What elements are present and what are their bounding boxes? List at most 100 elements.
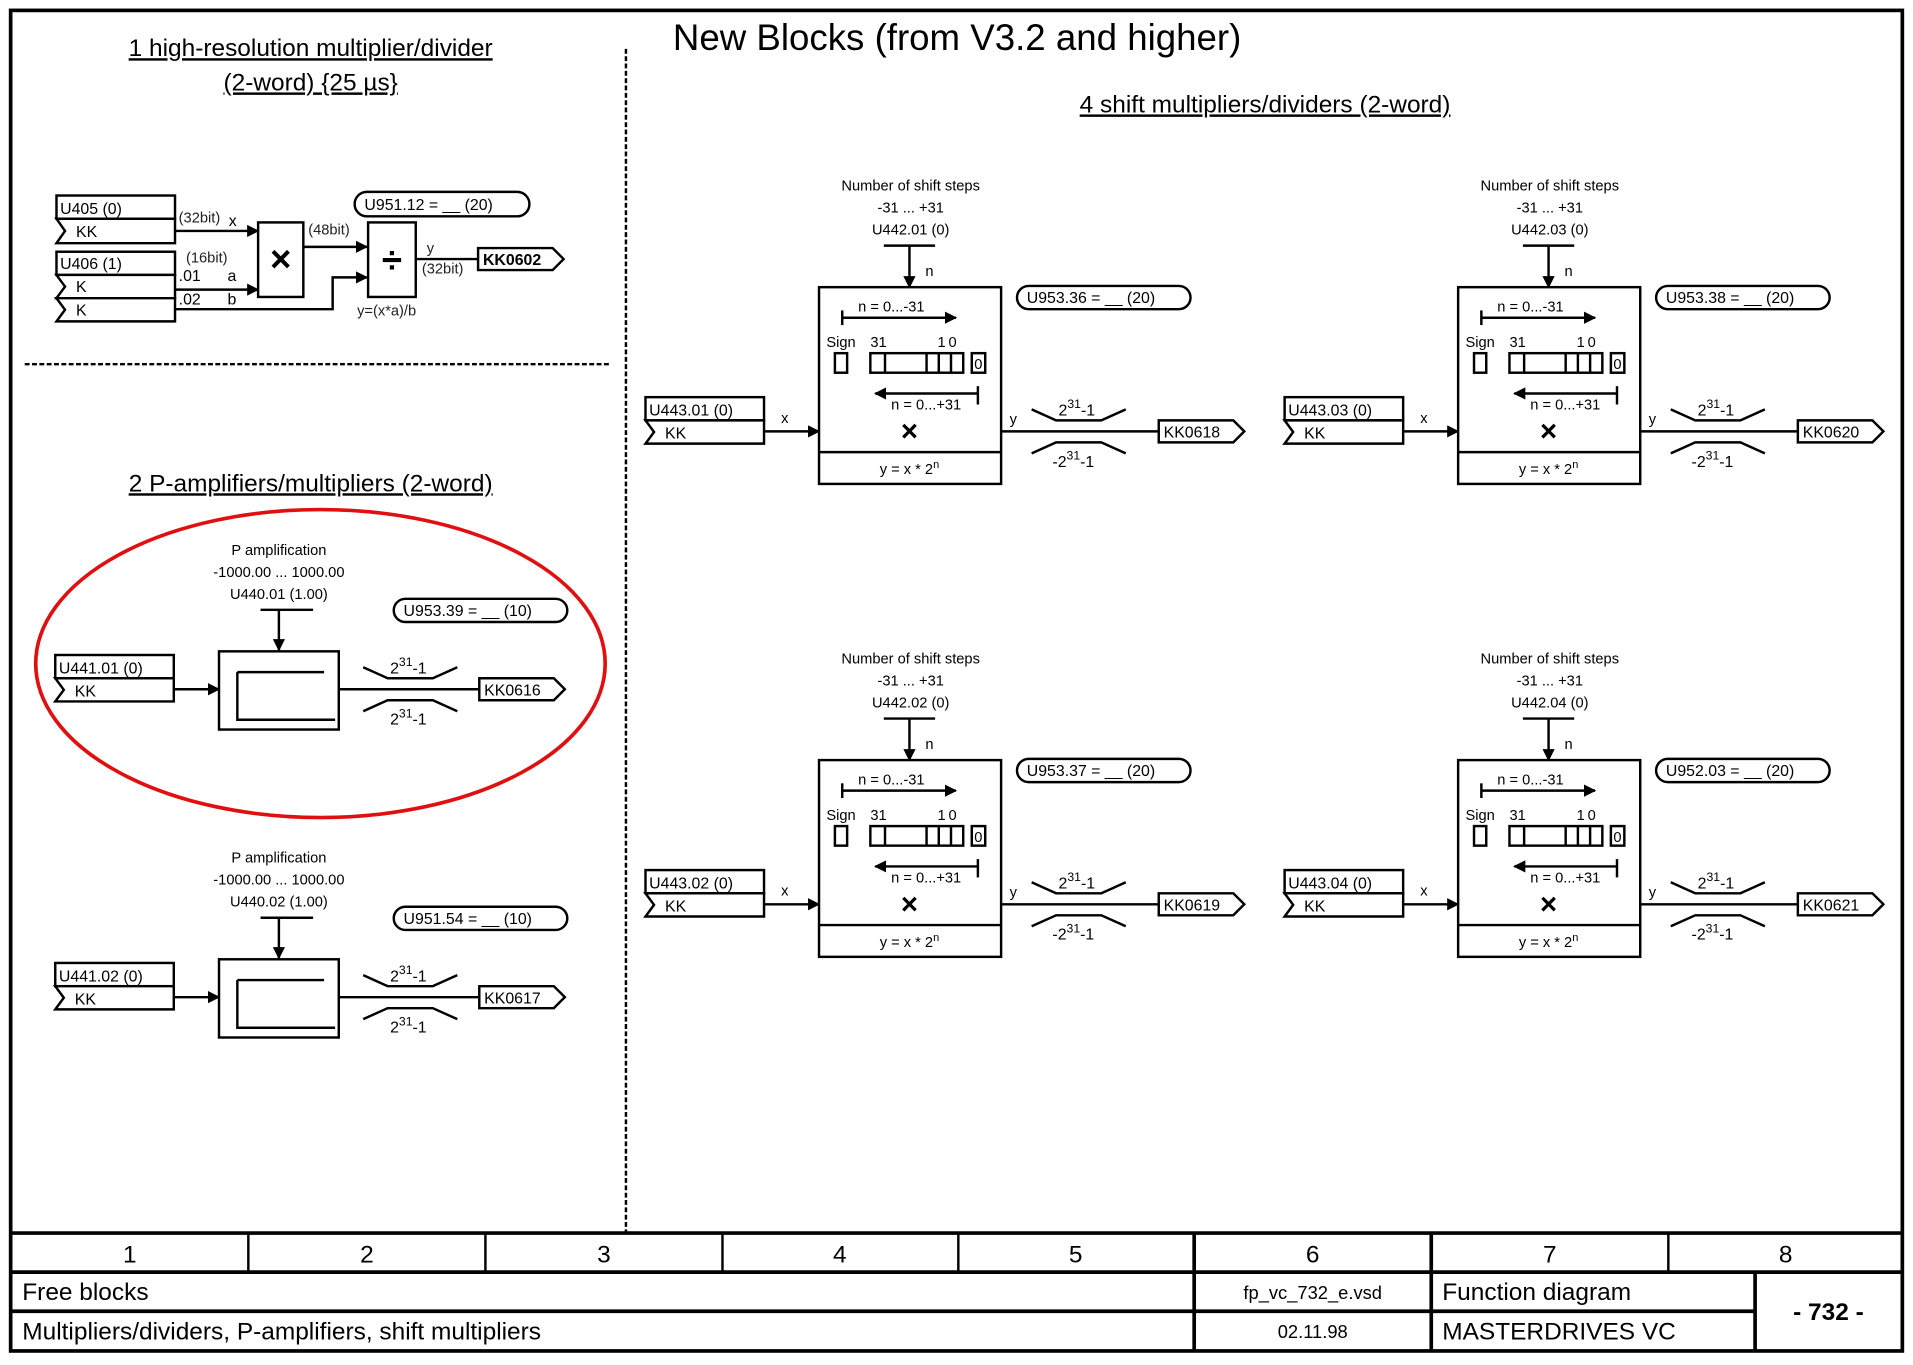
steps-title: Number of shift steps	[1481, 652, 1619, 668]
input-connector[interactable]: U441.02 (0)KK	[52, 961, 176, 1011]
gain-param: U440.02 (1.00)	[230, 895, 328, 911]
sign-label: Sign	[826, 335, 855, 351]
output-connector[interactable]: KK0621	[1796, 892, 1886, 917]
limiter-upper-icon	[362, 666, 458, 680]
output-connector[interactable]: KK0616	[478, 677, 567, 702]
shift-formula: y = x * 2n	[880, 932, 939, 951]
bit-31-label: 31	[870, 335, 886, 351]
multiplier-block[interactable]: ×	[256, 221, 305, 299]
footer-product: MASTERDRIVES VC	[1442, 1318, 1676, 1345]
n-label: n	[925, 264, 933, 280]
limiter-upper-icon	[1031, 881, 1127, 895]
x-label: x	[781, 884, 789, 900]
input-connector-x[interactable]: U405 (0) KK	[54, 194, 177, 245]
label-index-a: .01	[179, 268, 201, 285]
shift-left-label: n = 0...+31	[891, 397, 961, 413]
gain-title: P amplification	[231, 543, 326, 559]
zero-fill-cell	[970, 824, 987, 847]
steps-param: U442.02 (0)	[872, 696, 949, 712]
highlight-ellipse	[33, 507, 608, 820]
shift-formula: y = x * 2n	[1519, 932, 1578, 951]
sampling-time-badge[interactable]: U953.37 = __ (20)	[1015, 757, 1192, 784]
footer-date: 02.11.98	[1278, 1321, 1348, 1342]
sampling-time-badge[interactable]: U953.38 = __ (20)	[1654, 284, 1831, 311]
limit-upper-label: 231-1	[390, 963, 427, 985]
p-amplifier-box[interactable]	[217, 958, 340, 1039]
input-type: KK	[75, 684, 97, 701]
input-type: KK	[1304, 426, 1326, 443]
zero-fill-label: 0	[974, 357, 982, 373]
output-connector[interactable]: KK0618	[1157, 419, 1247, 444]
formula-base: y = x * 2	[1519, 462, 1572, 478]
zero-fill-cell	[1609, 351, 1626, 374]
shift-formula: y = x * 2n	[1519, 459, 1578, 478]
bit-31-label: 31	[870, 808, 886, 824]
input-connector[interactable]: U443.03 (0)KK	[1282, 395, 1405, 445]
n-label: n	[1564, 264, 1572, 280]
footer-description: Multipliers/dividers, P-amplifiers, shif…	[22, 1318, 541, 1345]
column-number: 4	[833, 1241, 847, 1268]
sign-bit-cell	[833, 824, 849, 847]
label-index-b: .02	[179, 291, 201, 308]
limit-base: 2	[1059, 402, 1068, 419]
limit-lower-label: 231-1	[390, 1014, 427, 1036]
zero-fill-label: 0	[974, 830, 982, 846]
input-connector[interactable]: U441.01 (0) KK	[52, 653, 176, 703]
sheet-frame	[8, 8, 1905, 1353]
sign-bit-cell	[1472, 824, 1488, 847]
limiter-upper-icon	[362, 974, 458, 988]
limit-base: 2	[1059, 875, 1068, 892]
sampling-time-badge[interactable]: U953.36 = __ (20)	[1015, 284, 1192, 311]
bit-1-label: 1	[1577, 808, 1585, 824]
output-connector[interactable]: KK0617	[478, 984, 567, 1010]
limit-lower-label: -231-1	[1052, 921, 1094, 943]
sampling-time-badge[interactable]: U951.54 = __ (10)	[392, 905, 569, 932]
limit-exponent: 31	[399, 1014, 413, 1028]
steps-range: -31 ... +31	[877, 674, 943, 690]
label-y-bits: (32bit)	[422, 262, 464, 278]
multiply-icon: ×	[1540, 888, 1557, 921]
sampling-time-text: U952.03 = __ (20)	[1666, 763, 1794, 780]
formula-exponent: n	[1572, 932, 1578, 944]
label-a-bits: (16bit)	[186, 251, 228, 267]
output-connector[interactable]: KK0620	[1796, 419, 1886, 444]
input-param: U441.01 (0)	[59, 660, 143, 677]
input-connector[interactable]: U443.04 (0)KK	[1282, 868, 1405, 918]
p-amplifier-block: P amplification-1000.00 ... 1000.00U440.…	[52, 543, 569, 731]
limiter-upper-icon	[1670, 408, 1766, 422]
p-amplifier-box[interactable]	[217, 650, 340, 731]
column-number: 5	[1069, 1241, 1083, 1268]
limit-suffix: -1	[413, 968, 427, 985]
shift-right-label: n = 0...-31	[858, 773, 924, 789]
input-connector[interactable]: U443.01 (0)KK	[643, 395, 766, 445]
label-x-bits: (32bit)	[179, 210, 221, 226]
limiter-lower-icon	[1670, 914, 1766, 928]
p-amplifier-section: 2 P-amplifiers/multipliers (2-word) P am…	[33, 470, 608, 1039]
zero-fill-cell	[970, 351, 987, 374]
input-connector-ab[interactable]: U406 (1) K K	[54, 250, 177, 323]
output-connector[interactable]: KK0619	[1157, 892, 1247, 917]
limit-base: -2	[1692, 927, 1706, 944]
sampling-time-badge[interactable]: U952.03 = __ (20)	[1654, 757, 1831, 784]
output-connector-kk0602[interactable]: KK0602	[476, 246, 566, 272]
sign-label: Sign	[826, 808, 855, 824]
zero-fill-label: 0	[1613, 357, 1621, 373]
page-number: - 732 -	[1793, 1299, 1864, 1326]
sampling-time-badge[interactable]: U951.12 = __ (20)	[353, 190, 531, 218]
n-label: n	[1564, 737, 1572, 753]
input-connector[interactable]: U443.02 (0)KK	[643, 868, 766, 918]
sampling-time-text: U951.54 = __ (10)	[404, 911, 532, 928]
limit-base: -2	[1052, 927, 1066, 944]
limit-suffix: -1	[1081, 875, 1095, 892]
input-param: U443.02 (0)	[649, 875, 733, 892]
divider-block[interactable]: ÷	[366, 221, 417, 299]
shift-left-label: n = 0...+31	[1530, 870, 1600, 886]
steps-range: -31 ... +31	[877, 201, 943, 217]
sampling-time-badge[interactable]: U953.39 = __ (10)	[392, 597, 569, 624]
limiter-lower-icon	[362, 1006, 458, 1021]
